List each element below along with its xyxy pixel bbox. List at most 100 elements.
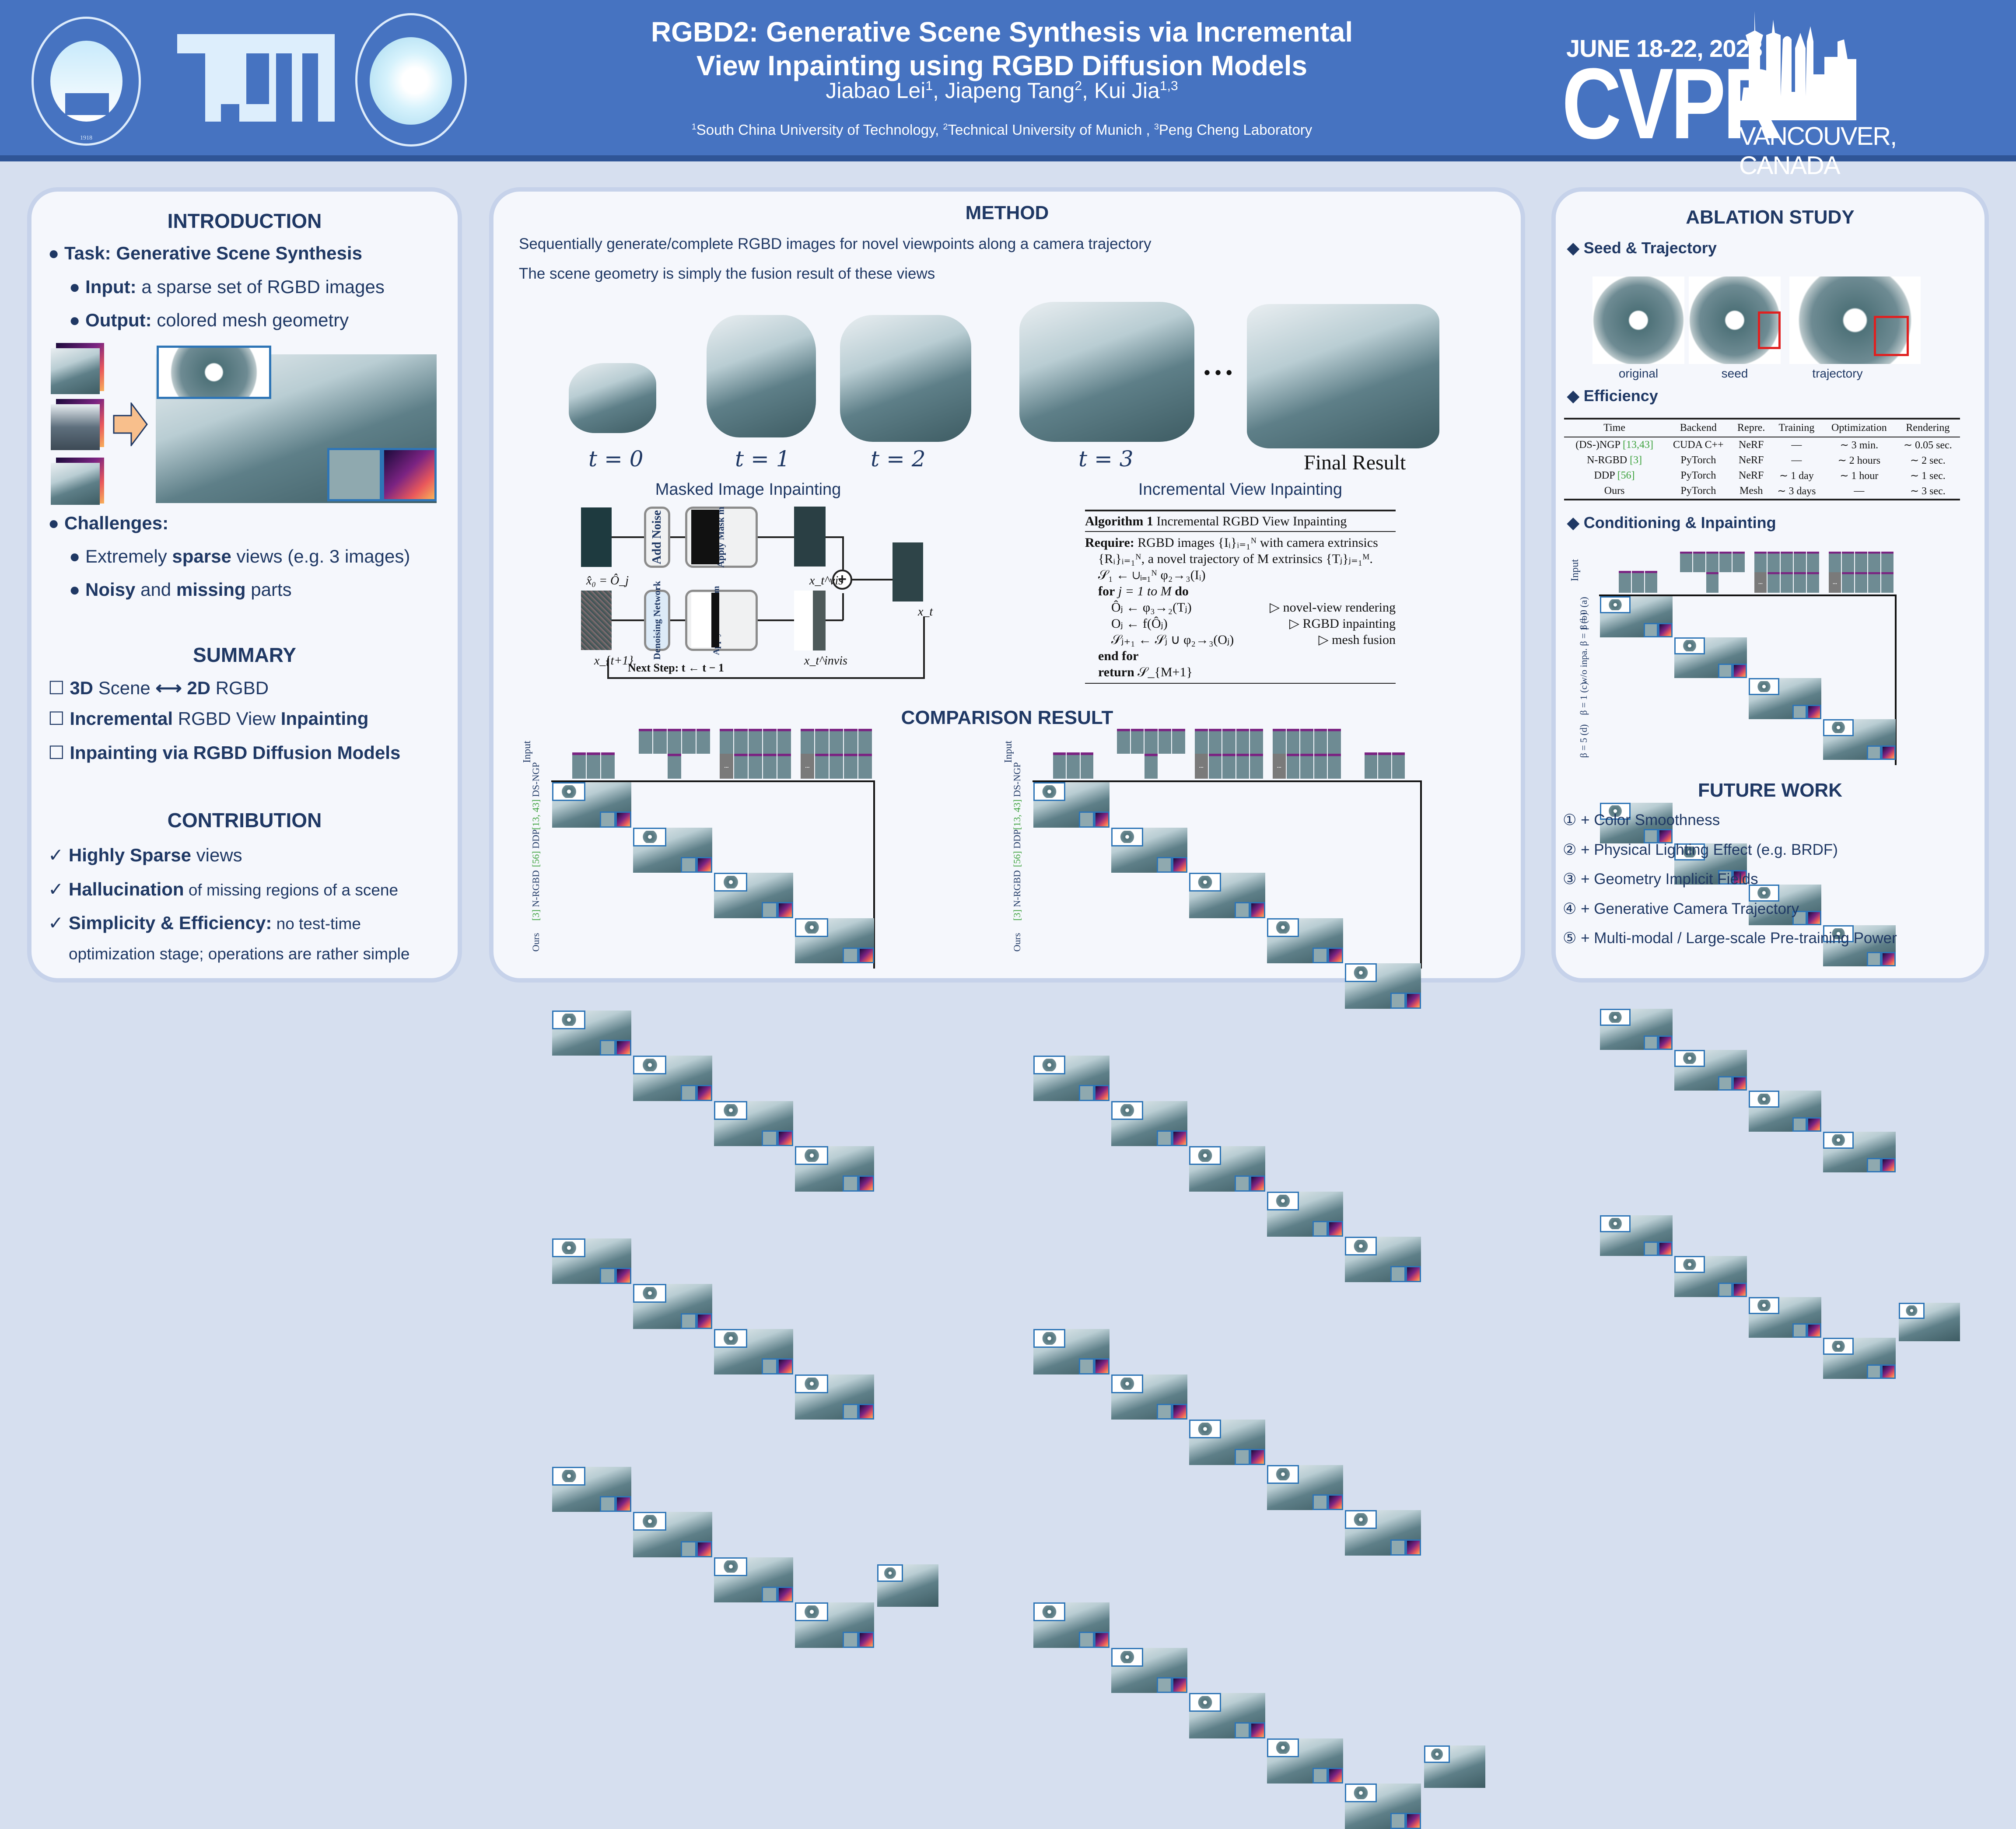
- rgb-inset: [1157, 1677, 1172, 1693]
- depth-inset: [1732, 870, 1747, 885]
- more-inputs-icon: ...: [1829, 572, 1841, 593]
- rgb-inset: [1792, 911, 1807, 925]
- depth-inset: [858, 1403, 874, 1420]
- column-header: Backend: [1665, 420, 1732, 437]
- text: N-RGBD: [530, 870, 541, 907]
- input-thumbnail: [1364, 752, 1378, 779]
- rgb-inset: [761, 902, 777, 918]
- header-divider: [0, 155, 2016, 161]
- input-thumbnail: [1286, 754, 1300, 779]
- step-render-t2: [840, 315, 971, 442]
- result-render: [552, 1010, 631, 1056]
- input-thumbnail: [1842, 572, 1854, 593]
- step-label: t = 2: [871, 446, 926, 472]
- text: DDP: [530, 829, 541, 849]
- text: sparse: [172, 546, 231, 567]
- depth-inset: [1732, 664, 1747, 678]
- input-thumbnail: [777, 729, 791, 754]
- poster-title-line2: View Inpainting using RGBD Diffusion Mod…: [696, 50, 1308, 81]
- depth-inset: [1658, 1241, 1673, 1256]
- topview-inset: [1189, 873, 1222, 892]
- contribution-item: ✓ Simplicity & Efficiency: no test-time: [48, 912, 361, 934]
- depth-inset: [1094, 811, 1110, 828]
- depth-inset: [696, 1085, 712, 1101]
- text: do: [1175, 584, 1189, 598]
- check-icon: ✓: [48, 879, 64, 899]
- depth-inset: [1328, 1767, 1343, 1784]
- text: end for: [1098, 649, 1139, 663]
- text: Efficiency: [1583, 387, 1658, 405]
- input-thumbnail: [1693, 552, 1705, 572]
- x0-image: [581, 507, 612, 567]
- text: + Multi-modal / Large-scale Pre-training…: [1581, 930, 1897, 947]
- affiliations: 1South China University of Technology, 2…: [525, 122, 1479, 138]
- topview-inset: [1749, 884, 1779, 902]
- diamond-icon: ◆: [1567, 514, 1579, 532]
- input-thumbnail: [1300, 754, 1313, 779]
- rgb-inset: [599, 811, 616, 828]
- checkbox-icon: ☐: [48, 708, 65, 729]
- output-label: Output:: [85, 310, 152, 330]
- text: N-RGBD: [1012, 870, 1022, 907]
- input-thumbnail: [844, 729, 858, 754]
- result-render: [714, 1557, 793, 1602]
- arrow-right-icon: [113, 401, 148, 448]
- input-thumbnail: [1868, 552, 1880, 572]
- depth-inset: [1406, 1266, 1421, 1282]
- method-description: The scene geometry is simply the fusion …: [519, 265, 935, 282]
- affiliation: South China University of Technology,: [696, 122, 943, 138]
- text: of missing regions of a scene: [184, 881, 399, 899]
- depth-inset: [1806, 1117, 1821, 1132]
- seed-original-image: [1592, 276, 1684, 364]
- topview-inset: [1600, 1215, 1631, 1232]
- reference-render: [877, 1564, 938, 1607]
- result-render: [1033, 1056, 1110, 1101]
- input-thumbnails: ...: [718, 726, 794, 779]
- plus-icon: +: [832, 570, 852, 590]
- text: Require:: [1085, 535, 1134, 550]
- text: parts: [245, 579, 292, 600]
- depth-inset: [777, 1358, 793, 1374]
- result-render: [1189, 1146, 1265, 1192]
- depth-inset: [1328, 1220, 1343, 1237]
- citation: [3]: [1630, 455, 1642, 466]
- input-thumbnail: [1632, 571, 1644, 593]
- summary-item: ☐ Inpainting via RGBD Diffusion Models: [48, 742, 400, 763]
- input-thumbnail: [1768, 552, 1780, 572]
- efficiency-table: Time Backend Repre. Training Optimizatio…: [1564, 418, 1960, 500]
- text: Inpainting via RGBD Diffusion Models: [70, 742, 401, 763]
- input-thumbnail: [844, 754, 858, 779]
- challenges-bullet: ● Challenges:: [48, 513, 169, 533]
- topview-inset: [1823, 1338, 1854, 1355]
- input-rgbd-image: [51, 404, 100, 450]
- result-render: [795, 918, 874, 963]
- ablation-heading: ABLATION STUDY: [1686, 206, 1855, 228]
- text: Incremental RGBD View Inpainting: [1153, 514, 1347, 528]
- topview-inset: [1345, 1784, 1377, 1803]
- input-thumbnail: [1619, 571, 1631, 593]
- conditioning-figure: Input......β = 0 (a)w/o inpa. β = 1 (b)β…: [1568, 549, 1962, 1379]
- result-render: [633, 1056, 712, 1101]
- comment: ▷ novel-view rendering: [1270, 600, 1396, 615]
- result-render: [633, 1283, 712, 1329]
- input-thumbnails: ...: [1752, 549, 1822, 593]
- depth-inset: [1328, 1494, 1343, 1510]
- depth-inset: [696, 1541, 712, 1557]
- number-circle-icon: ⑤: [1563, 930, 1577, 947]
- input-thumbnail: [1807, 572, 1819, 593]
- training-cell: ∼ 3 days: [1777, 486, 1816, 497]
- step-render-t1: [707, 315, 816, 437]
- xt-image: [892, 542, 923, 602]
- depth-inset: [1250, 1175, 1265, 1192]
- depth-inset: [1250, 902, 1265, 918]
- result-render: [1111, 1101, 1187, 1146]
- input-thumbnail: [1781, 572, 1793, 593]
- pengcheng-logo: [355, 13, 467, 147]
- rgb-inset: [1390, 1266, 1406, 1282]
- text: and: [135, 579, 176, 600]
- future-work-heading: FUTURE WORK: [1698, 780, 1842, 801]
- rgb-inset: [1235, 1722, 1250, 1738]
- comment: ▷ mesh fusion: [1318, 633, 1396, 647]
- rgb-inset: [1312, 1767, 1328, 1784]
- input-thumbnails: [1678, 549, 1748, 593]
